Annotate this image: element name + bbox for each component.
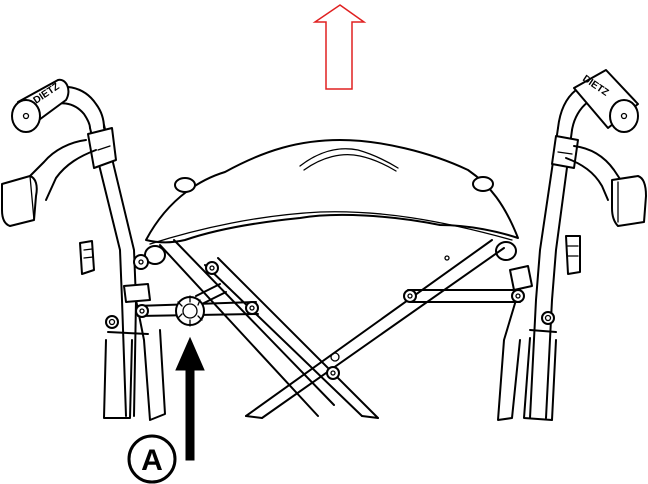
left-handle-grip: DIETZ	[11, 78, 70, 133]
left-side-frame: DIETZ	[1, 78, 166, 421]
callout-a: A	[127, 434, 177, 484]
left-brake-lever	[1, 139, 97, 227]
callout-a-label: A	[141, 444, 163, 477]
right-side-frame: DIETZ	[497, 69, 647, 421]
folding-cross-frame	[159, 239, 505, 419]
seat	[144, 139, 519, 265]
right-handle-grip: DIETZ	[573, 69, 639, 133]
right-brake-lever	[565, 145, 647, 227]
right-crossbar	[403, 289, 521, 303]
pointer-arrow-icon	[175, 336, 205, 461]
lift-up-arrow-icon	[312, 4, 367, 90]
folding-lock-knob[interactable]	[175, 295, 205, 327]
